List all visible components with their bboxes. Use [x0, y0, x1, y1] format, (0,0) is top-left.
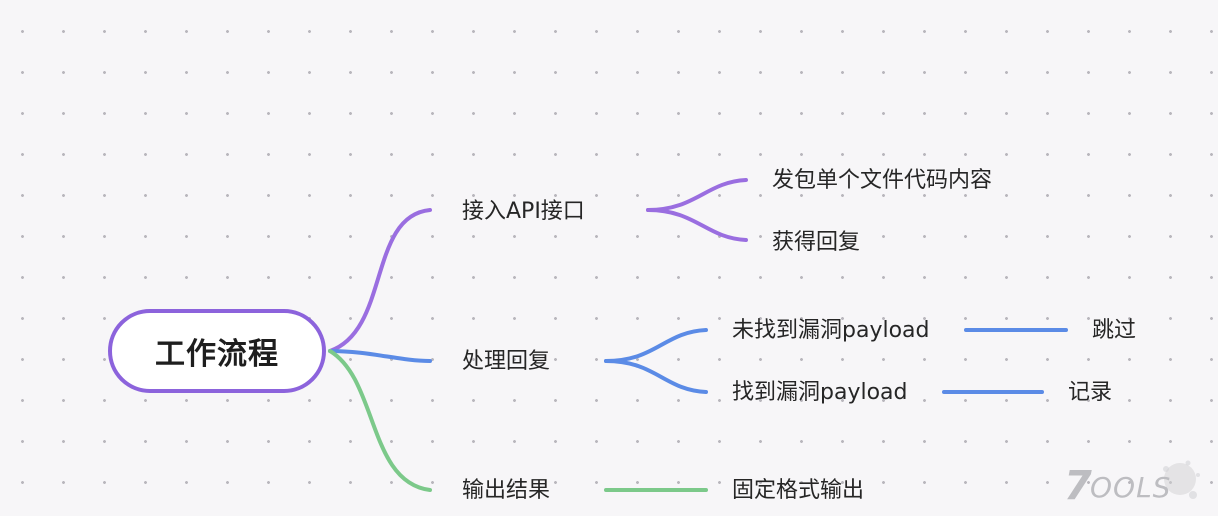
svg-text:7: 7 — [1064, 463, 1092, 509]
svg-text:OOLS: OOLS — [1090, 471, 1171, 504]
edge-root-process — [328, 349, 432, 363]
branch-api-node[interactable]: 接入API接口 — [462, 199, 585, 224]
branch-process-node[interactable]: 处理回复 — [462, 349, 551, 374]
tools-watermark-logo: 7 OOLS — [1064, 460, 1200, 509]
node-payload-not-found[interactable]: 未找到漏洞payload — [732, 318, 930, 343]
node-fixed-format[interactable]: 固定格式输出 — [732, 478, 865, 503]
branch-output-node[interactable]: 输出结果 — [462, 478, 551, 503]
edge-process-notfound — [604, 328, 708, 363]
edge-root-output — [328, 349, 432, 492]
edge-api-get — [646, 208, 748, 242]
node-skip[interactable]: 跳过 — [1092, 318, 1137, 343]
root-node[interactable]: 工作流程 — [108, 309, 326, 393]
node-record[interactable]: 记录 — [1068, 380, 1113, 405]
edge-root-api — [328, 208, 432, 353]
edge-process-found — [604, 359, 708, 394]
edge-api-send — [646, 178, 748, 212]
node-get-reply[interactable]: 获得回复 — [772, 230, 861, 255]
node-send-file[interactable]: 发包单个文件代码内容 — [772, 168, 993, 193]
node-payload-found[interactable]: 找到漏洞payload — [732, 380, 908, 405]
